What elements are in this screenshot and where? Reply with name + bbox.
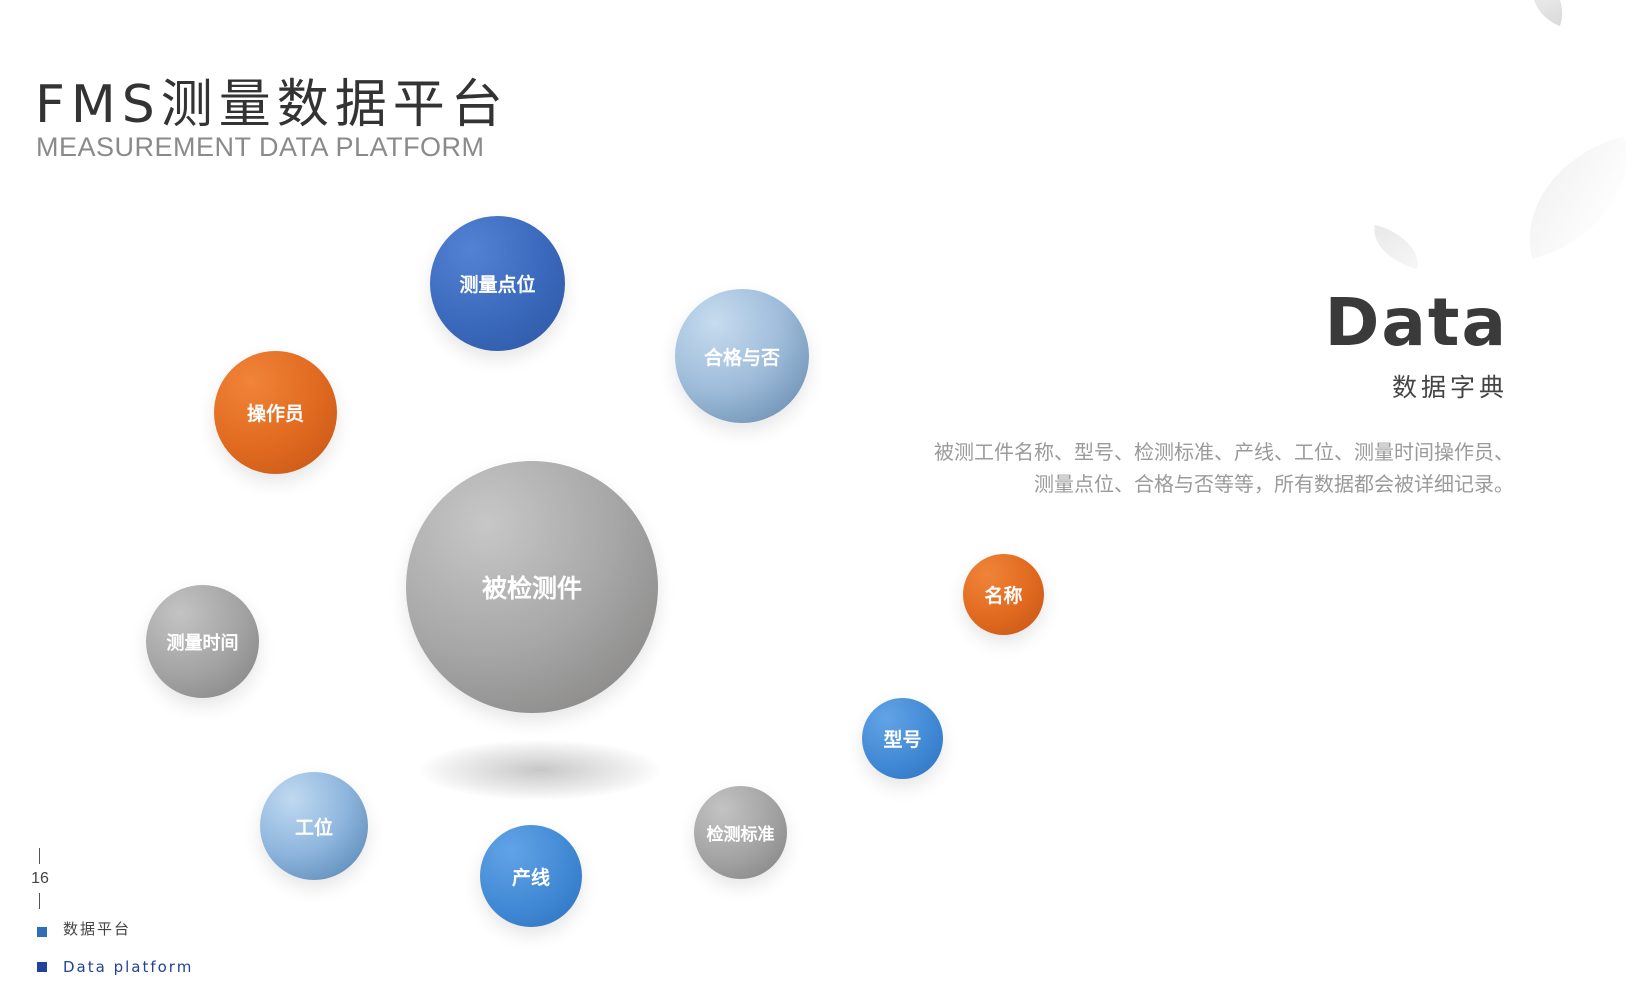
section-description: 被测工件名称、型号、检测标准、产线、工位、测量时间操作员、 测量点位、合格与否等… — [834, 436, 1514, 500]
page-subtitle: MEASUREMENT DATA PLATFORM — [36, 132, 485, 162]
bubble-inspection-standard: 检测标准 — [694, 786, 787, 879]
page-number-divider — [39, 893, 40, 909]
bubble-qualified: 合格与否 — [675, 289, 809, 423]
legend-label: 数据平台 — [63, 920, 132, 938]
bubble-operator: 操作员 — [214, 351, 337, 474]
bubble-measure-time: 测量时间 — [146, 585, 259, 698]
description-line: 被测工件名称、型号、检测标准、产线、工位、测量时间操作员、 — [934, 440, 1514, 464]
center-bubble-shadow — [420, 740, 660, 800]
bubble-model: 型号 — [862, 698, 943, 779]
bubble-inspected-part: 被检测件 — [406, 461, 658, 713]
legend-item-data-platform-cn: 数据平台 — [37, 920, 131, 939]
bubble-workstation: 工位 — [260, 772, 368, 880]
decorative-leaf-icon — [1366, 224, 1426, 270]
section-heading: Data — [1324, 284, 1508, 361]
bubble-measure-points: 测量点位 — [430, 216, 565, 351]
legend-square-icon — [37, 962, 47, 972]
legend-item-data-platform-en: Data platform — [37, 958, 193, 976]
bubble-production-line: 产线 — [480, 825, 582, 927]
decorative-leaf-icon — [1520, 0, 1574, 26]
decorative-leaf-icon — [1507, 136, 1638, 259]
description-line: 测量点位、合格与否等等，所有数据都会被详细记录。 — [1034, 472, 1514, 496]
page-number-divider — [39, 848, 40, 864]
page-title: FMS测量数据平台 — [35, 75, 509, 135]
legend-square-icon — [37, 926, 47, 937]
section-subheading: 数据字典 — [1391, 373, 1508, 402]
bubble-name: 名称 — [963, 554, 1044, 635]
page-number: 16 — [31, 870, 49, 887]
legend-label: Data platform — [63, 958, 194, 976]
